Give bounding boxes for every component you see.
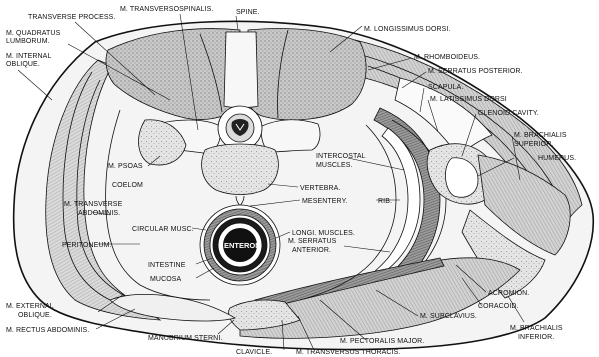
label-circular-musc: CIRCULAR MUSC. — [132, 226, 194, 233]
label-scapula: SCAPULA. — [428, 84, 463, 91]
label-transversospinalis: M. TRANSVERSOSPINALIS. — [120, 6, 213, 13]
label-manubrium-sterni: MANUBRIUM STERNI. — [148, 335, 222, 342]
label-enteron: ENTERON — [224, 241, 261, 250]
label-longissimus-dorsi: M. LONGISSIMUS DORSI. — [364, 26, 451, 33]
label-psoas: M. PSOAS — [108, 163, 143, 170]
label-transverse-process: TRANSVERSE PROCESS. — [28, 14, 115, 21]
label-longi-muscles: LONGI. MUSCLES. — [292, 230, 355, 237]
label-rhomboideus: M. RHOMBOIDEUS. — [414, 54, 480, 61]
label-coracoid: CORACOID. — [478, 303, 519, 310]
label-glenoid-cavity: GLENOID CAVITY. — [478, 110, 539, 117]
label-pectoralis-major: M. PECTORALIS MAJOR. — [340, 338, 424, 345]
label-rib: RIB. — [378, 198, 392, 205]
label-latissimus-dorsi: M. LATISSIMUS DORSI — [430, 96, 507, 103]
label-mesentery: MESENTERY. — [302, 198, 347, 205]
label-intestine: INTESTINE — [148, 262, 186, 269]
label-rectus-abdominis: M. RECTUS ABDOMINIS. — [6, 327, 89, 334]
label-humerus: HUMERUS. — [538, 155, 576, 162]
label-serratus-posterior: M. SERRATUS POSTERIOR. — [428, 68, 523, 75]
label-spine: SPINE. — [236, 9, 260, 16]
label-mucosa: MUCOSA — [150, 276, 182, 283]
label-peritoneum: PERITONEUM. — [62, 242, 112, 249]
label-coelom: COELOM — [112, 182, 143, 189]
label-clavicle: CLAVICLE. — [236, 349, 272, 356]
label-subclavius: M. SUBCLAVIUS. — [420, 313, 477, 320]
label-transversus-thoracis: M. TRANSVERSUS THORACIS. — [296, 349, 400, 356]
label-acromion: ACROMION. — [488, 290, 529, 297]
label-vertebra: VERTEBRA. — [300, 185, 340, 192]
